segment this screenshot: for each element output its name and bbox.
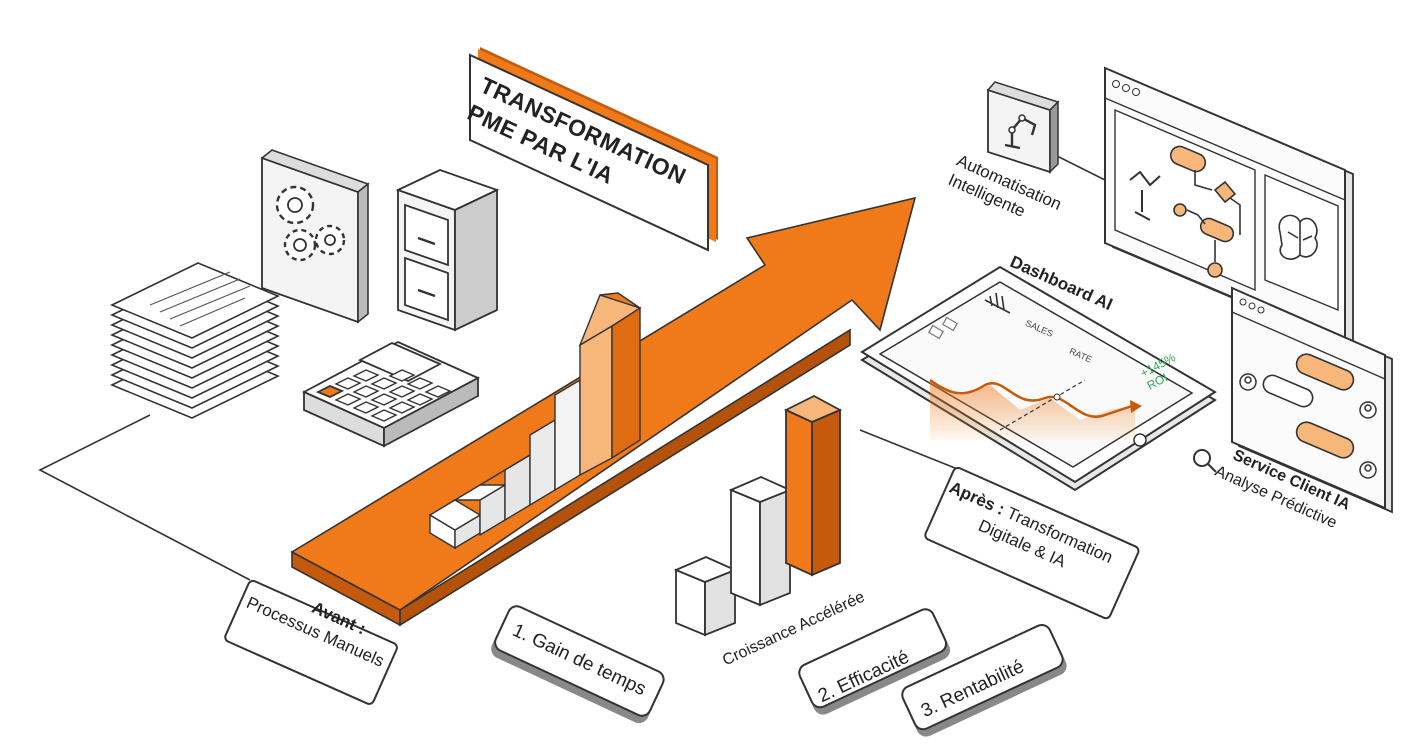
flowchart-icon bbox=[1129, 145, 1241, 278]
title-sign bbox=[469, 47, 718, 252]
dashboard-sidebar bbox=[927, 292, 1011, 340]
calculator-icon bbox=[301, 340, 481, 448]
chat-icon bbox=[1262, 353, 1355, 459]
magnifier-icon bbox=[1193, 449, 1217, 473]
line-chart-icon bbox=[929, 378, 1142, 440]
brain-icon bbox=[1278, 214, 1318, 260]
flowchart-window bbox=[1104, 66, 1354, 351]
robot-arm-icon bbox=[986, 81, 1060, 174]
document-stack-icon bbox=[110, 262, 280, 419]
gears-icon bbox=[260, 149, 370, 324]
growth-bars bbox=[673, 394, 843, 637]
filing-cabinet-icon bbox=[395, 169, 500, 332]
block-staircase bbox=[428, 292, 642, 550]
user-icon bbox=[1239, 373, 1377, 479]
